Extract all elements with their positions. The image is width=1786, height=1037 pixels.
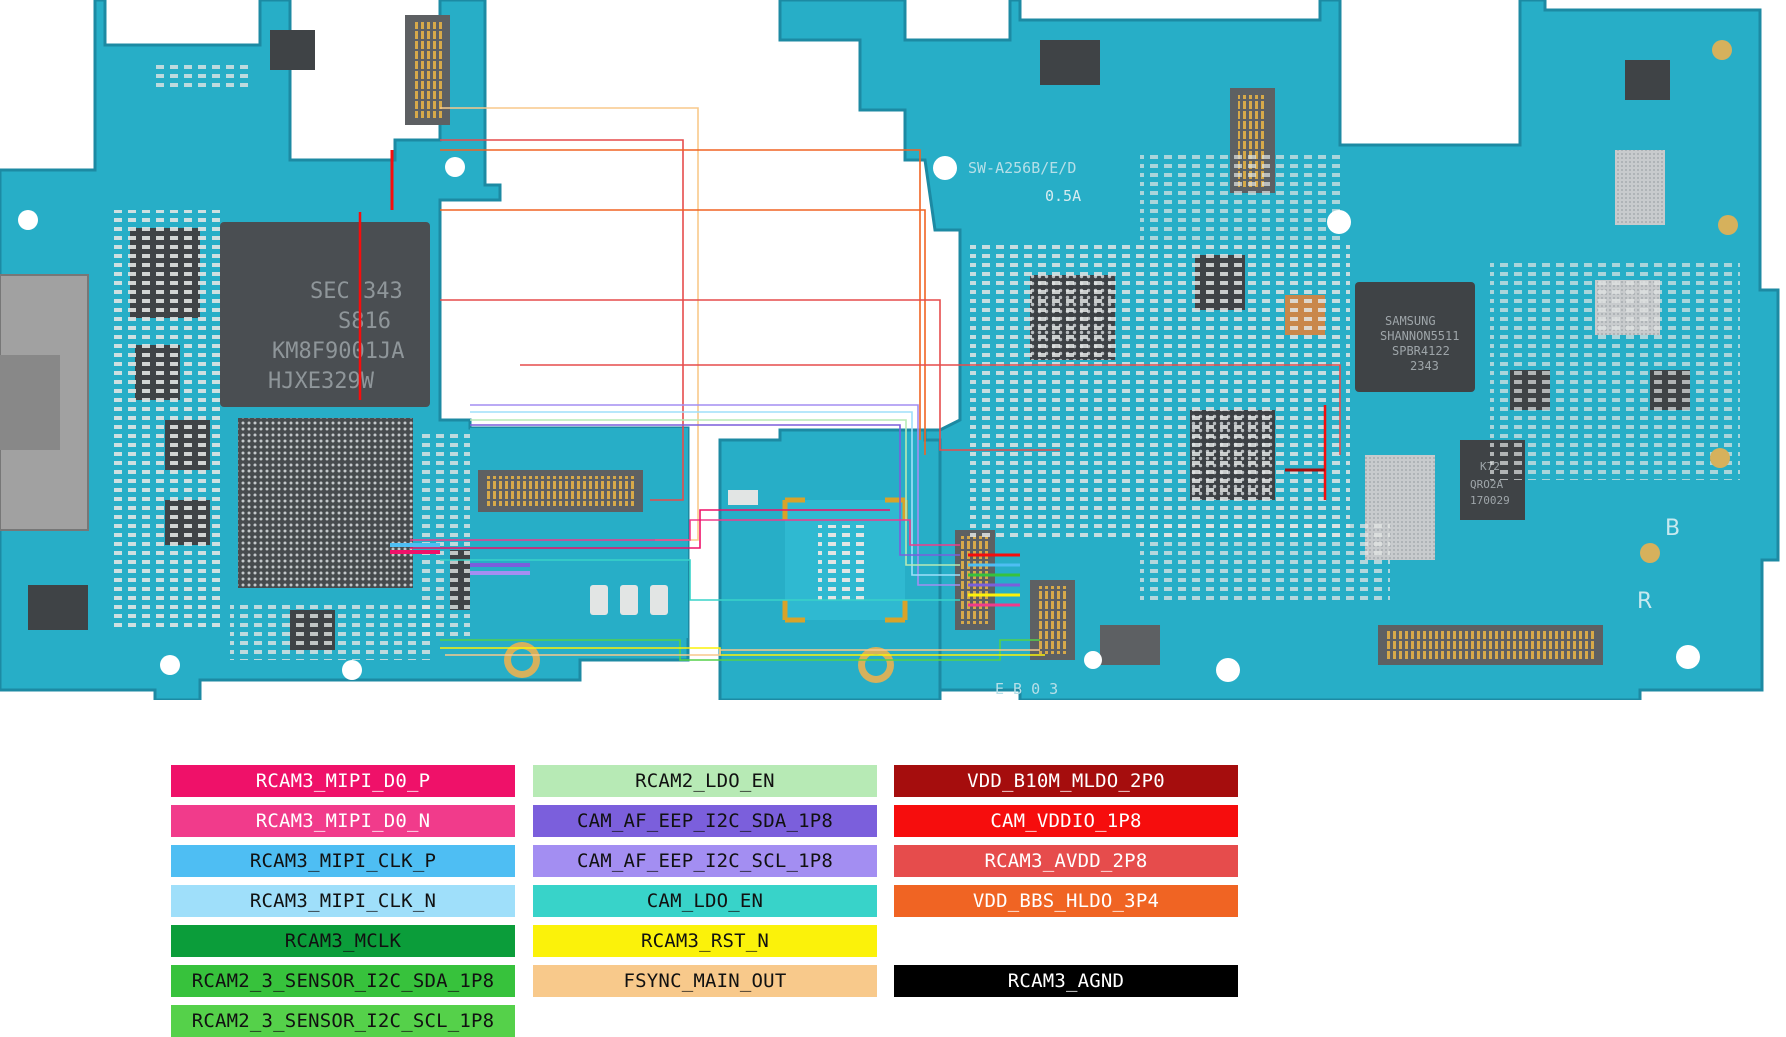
center-left-flex-area [470,428,688,638]
legend-item-rcam3-mipi-clk-p: RCAM3_MIPI_CLK_P [171,845,515,877]
legend-item-vdd-bbs-hldo-3p4: VDD_BBS_HLDO_3P4 [894,885,1238,917]
side-chip-text-2: QRO2A [1470,478,1503,491]
legend-item-cam-af-eep-i2c-sda-1p8: CAM_AF_EEP_I2C_SDA_1P8 [533,805,877,837]
legend-item-rcam3-agnd: RCAM3_AGND [894,965,1238,997]
ap-chip-text-3: KM8F9001JA [272,339,404,364]
ap-chip-text-4: HJXE329W [268,369,375,394]
board-letter-r: R [1637,589,1652,614]
legend-item-rcam2-ldo-en: RCAM2_LDO_EN [533,765,877,797]
side-chip-text-3: 170029 [1470,494,1510,507]
signal-traces [358,107,1341,661]
modem-chip-text-2: SHANNON5511 [1380,329,1459,343]
legend-item-rcam3-avdd-2p8: RCAM3_AVDD_2P8 [894,845,1238,877]
modem-chip-text-4: 2343 [1410,359,1439,373]
legend-item-vdd-b10m-mldo-2p0: VDD_B10M_MLDO_2P0 [894,765,1238,797]
modem-chip [1355,282,1475,392]
modem-chip-text-1: SAMSUNG [1385,314,1436,328]
legend-item-rcam2-3-sensor-i2c-sda-1p8: RCAM2_3_SENSOR_I2C_SDA_1P8 [171,965,515,997]
ap-bga-pads [238,418,413,588]
ap-chip-text-1: SEC 343 [310,279,403,304]
legend-item-cam-af-eep-i2c-scl-1p8: CAM_AF_EEP_I2C_SCL_1P8 [533,845,877,877]
ap-chip-text-2: S816 [338,309,391,334]
board-model-label: SW-A256B/E/D [968,159,1076,177]
legend-item-rcam2-3-sensor-i2c-scl-1p8: RCAM2_3_SENSOR_I2C_SCL_1P8 [171,1005,515,1037]
board-bottom-mark: E B 0 3 [995,680,1058,698]
legend-item-rcam3-rst-n: RCAM3_RST_N [533,925,877,957]
board-letter-b: B [1665,516,1680,541]
board-rating-label: 0.5A [1045,187,1081,205]
right-board: SW-A256B/E/D 0.5A E B 0 3 B R SAMSUNG SH… [778,0,1780,700]
legend-item-cam-ldo-en: CAM_LDO_EN [533,885,877,917]
memory-chip [220,222,430,407]
legend-item-cam-vddio-1p8: CAM_VDDIO_1P8 [894,805,1238,837]
legend-item-rcam3-mipi-clk-n: RCAM3_MIPI_CLK_N [171,885,515,917]
modem-chip-text-3: SPBR4122 [1392,344,1450,358]
pcb-board-diagram: SEC 343 S816 KM8F9001JA HJXE329W [0,0,1780,700]
legend-item-rcam3-mipi-d0-n: RCAM3_MIPI_D0_N [171,805,515,837]
legend-item-fsync-main-out: FSYNC_MAIN_OUT [533,965,877,997]
legend-item-rcam3-mipi-d0-p: RCAM3_MIPI_D0_P [171,765,515,797]
legend-item-rcam3-mclk: RCAM3_MCLK [171,925,515,957]
